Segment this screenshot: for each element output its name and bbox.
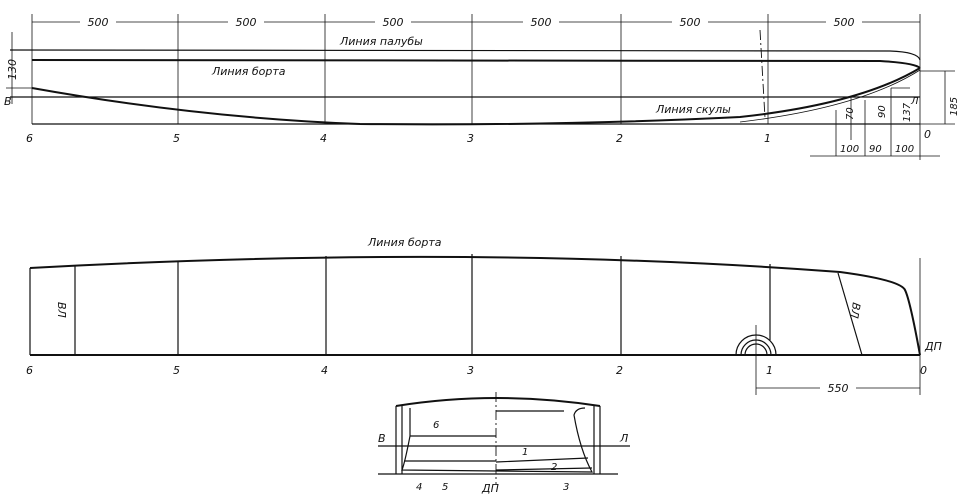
deck-line-label: Линия палубы [339, 35, 423, 48]
station-extension-lines [31, 14, 921, 160]
top-view: 500 500 500 500 500 500 Линия палубы Лин… [4, 14, 960, 160]
station-label: 3 [467, 364, 474, 377]
station-label: 4 [320, 132, 327, 145]
station-label: 1 [764, 132, 771, 145]
spacing-label: 500 [680, 16, 701, 29]
left-waterline-label: В [4, 95, 12, 108]
keel-line [739, 69, 921, 123]
bow-height-label: 70 [845, 107, 856, 120]
bow-height-label: 90 [877, 105, 888, 118]
part-number: 6 [433, 420, 439, 431]
station-label: 2 [616, 132, 623, 145]
station-label: 4 [321, 364, 328, 377]
station-label: 0 [920, 364, 927, 377]
waterline-label: ВЛ [55, 302, 68, 318]
shaft-tube-icon [735, 325, 777, 395]
station-label: 6 [26, 364, 33, 377]
centerline-label: ДП [481, 482, 499, 495]
bow-spacing-label: 100 [840, 144, 859, 155]
spacing-label: 500 [88, 16, 109, 29]
station-label: 6 [26, 132, 33, 145]
deck-camber [395, 397, 601, 407]
part-number: 5 [442, 482, 448, 493]
station-label: 0 [924, 128, 931, 141]
dp-label: ДП [924, 340, 942, 353]
bow-waterline-mark [837, 272, 863, 356]
chine-line-label: Линия скулы [655, 103, 731, 116]
spacing-label: 500 [531, 16, 552, 29]
bow-spacing-label: 100 [895, 144, 914, 155]
part-number: 3 [563, 482, 569, 493]
inner-frame [401, 407, 594, 473]
side-line-label: Линия борта [211, 65, 286, 78]
station-label: 2 [616, 364, 623, 377]
station-label: 5 [173, 364, 180, 377]
spacing-label: 500 [236, 16, 257, 29]
station-label: 3 [467, 132, 474, 145]
part-1 [495, 457, 589, 463]
section-waterline-left-label: В [378, 432, 386, 445]
spacing-label: 500 [834, 16, 855, 29]
section-waterline-right-label: Л [619, 432, 628, 445]
left-height-label: 130 [6, 59, 19, 80]
station-label: 5 [173, 132, 180, 145]
side-line [31, 59, 921, 69]
bow-height-label: 137 [902, 102, 913, 122]
bow-waterline-label: ВЛ [847, 301, 863, 319]
deck-line [9, 49, 921, 61]
part-number: 4 [416, 482, 422, 493]
part-2 [495, 467, 593, 471]
part-number: 1 [522, 447, 528, 458]
frame-1-axis [759, 29, 766, 119]
bow-dimension-label: 550 [828, 382, 849, 395]
station-label: 1 [766, 364, 773, 377]
chine-line [31, 67, 921, 126]
side-view: Линия борта ВЛ ВЛ ДП 6 5 4 3 2 1 0 550 [26, 236, 942, 395]
section-view: В Л ДП 6 1 2 4 5 3 [378, 392, 630, 495]
bow-dimension-grid [810, 70, 955, 157]
side-line-label: Линия борта [367, 236, 442, 249]
sheer-line [29, 255, 921, 356]
bow-total-height-label: 185 [949, 97, 960, 116]
bow-spacing-label: 90 [869, 144, 882, 155]
spacing-label: 500 [383, 16, 404, 29]
part-number: 2 [551, 462, 557, 473]
bow-letter-label: Л [910, 96, 919, 107]
